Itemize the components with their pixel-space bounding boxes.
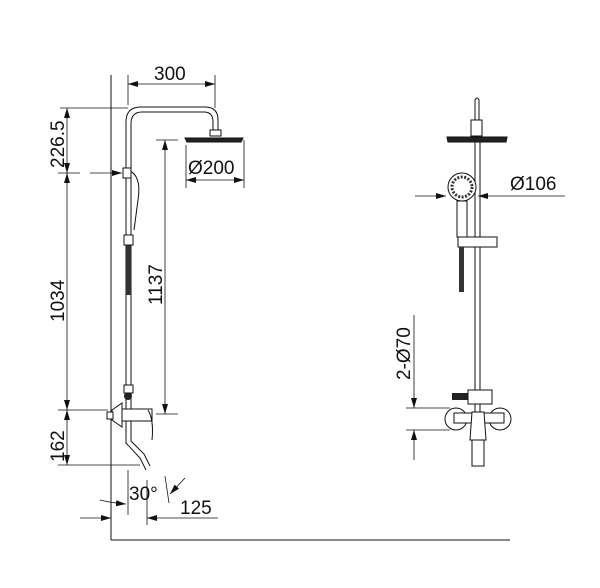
dim-hand-shower-diameter: Ø106 [510,174,556,195]
mixer-handle [469,411,487,441]
dim-head-diameter: Ø200 [188,158,234,179]
shower-head [446,136,508,143]
bath-spout [125,421,151,471]
dim-spout-height: 162 [48,430,69,462]
hose-nut [123,234,134,246]
diverter-body [467,389,493,405]
shower-hose [459,247,464,292]
dim-escutcheon: 2-Ø70 [394,327,415,380]
arm-top [474,97,480,120]
slide-bar-holder [457,236,498,248]
side-view: 300 226.5 1034 162 1137 Ø200 30° 125 [48,64,510,541]
shower-hose [126,245,131,295]
dim-spout-angle: 30° [129,484,158,505]
shower-riser [125,106,219,420]
mixer-body [121,408,153,422]
shower-head [184,137,244,143]
arm-connector [209,129,222,137]
dim-spout-reach: 125 [180,498,212,519]
diverter-body [123,384,134,394]
diverter [124,392,132,400]
arm-connector [470,119,483,137]
dim-top-height: 226.5 [48,120,69,168]
diverter-knob [452,393,468,400]
bath-spout [471,439,485,467]
front-view: Ø106 2-Ø70 [394,97,565,467]
dim-riser-height: 1034 [48,279,69,322]
hand-shower-handle [456,200,468,238]
mixer-handle [147,409,153,441]
dim-head-height: 1137 [146,264,167,305]
dim-arm-reach: 300 [154,64,186,85]
shower-holder [122,167,132,179]
hand-shower [127,169,140,231]
inlet [106,411,114,420]
